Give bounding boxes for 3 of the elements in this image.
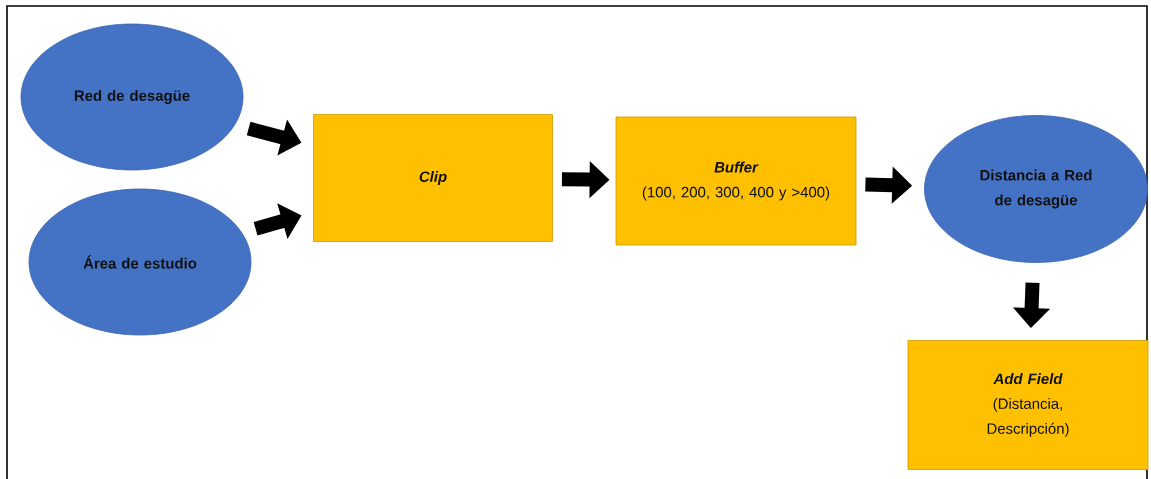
process-box: Add Field (Distancia, Descripción) <box>907 340 1149 470</box>
process-box: Buffer (100, 200, 300, 400 y >400) <box>615 116 857 246</box>
process-box: Clip <box>313 114 553 242</box>
